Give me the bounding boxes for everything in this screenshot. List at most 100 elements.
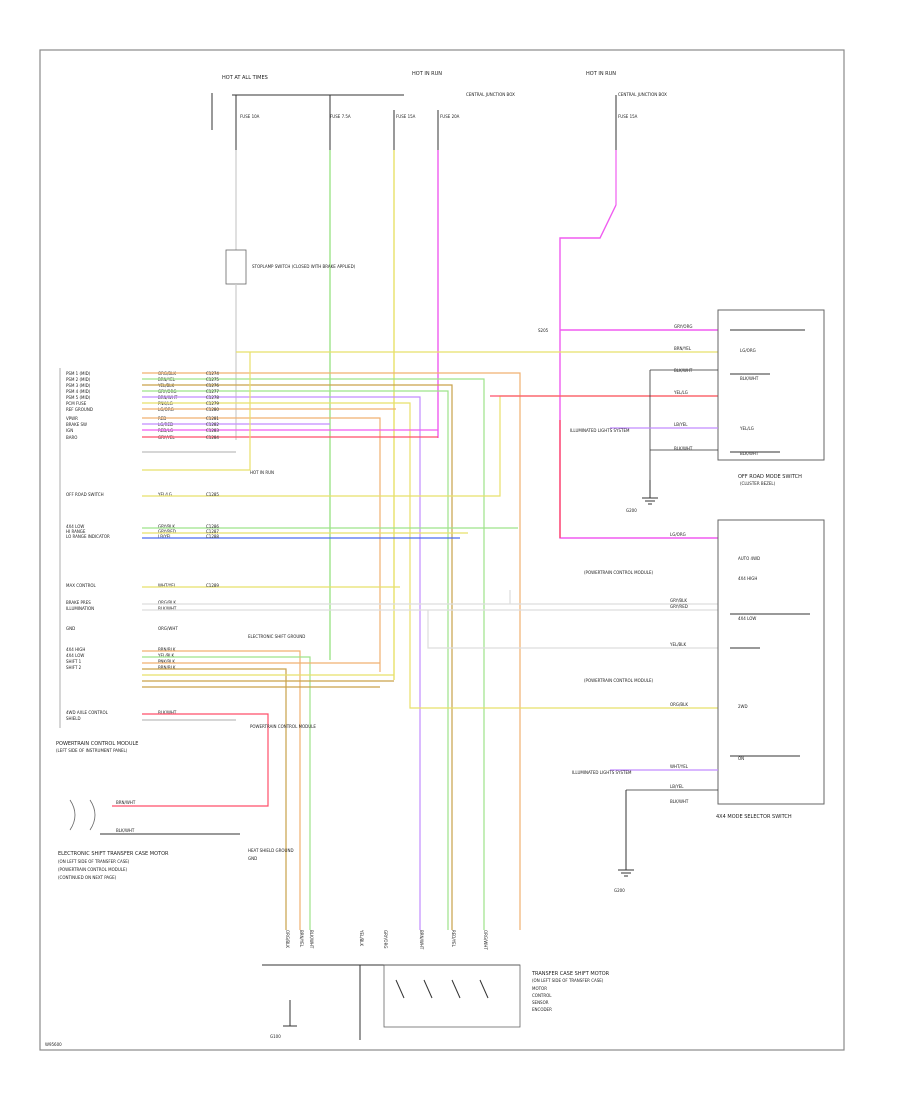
ground-symbol-right-bottom	[618, 869, 634, 877]
pcm-title: POWERTRAIN CONTROL MODULE	[56, 741, 138, 747]
fuse-d-label: FUSE 20A	[440, 114, 460, 119]
transfer-note-1: (POWERTRAIN CONTROL MODULE)	[584, 570, 654, 575]
pcm-wire-label: ORG/BLK	[158, 600, 176, 605]
bottom-wire-label: BLK/WHT	[309, 930, 314, 949]
pcm-pin-label: BARO	[66, 435, 77, 440]
mode-selector-switch-box	[717, 519, 825, 805]
motor-symbol	[69, 799, 76, 831]
pcm-pin-label: PSM 1 (MID)	[66, 371, 91, 376]
off-road-feed-magenta	[559, 204, 718, 539]
harness-brown-1	[142, 384, 453, 930]
pcm-wire-label: YEL/LG	[157, 492, 172, 497]
harness-orange-4	[142, 650, 301, 930]
hot-note: HOT IN RUN	[250, 470, 274, 475]
pcm-pin-label: LO RANGE INDICATOR	[66, 534, 110, 539]
motor-symbol-2	[89, 799, 96, 831]
pcm-pin-label: SHIFT 1	[66, 659, 82, 664]
pcm-circuit-label: C1280	[206, 407, 219, 412]
lower-left-title: ELECTRONIC SHIFT TRANSFER CASE MOTOR	[58, 851, 169, 857]
harness-orange-1	[142, 372, 521, 930]
bottom-wire-label: BRN/WHT	[419, 930, 424, 950]
pcm-wire-label: GRY/RED	[158, 529, 176, 534]
harness-yellow-1	[142, 402, 718, 709]
bottom-component-label: CONTROL	[532, 993, 552, 998]
bottom-component-label: ENCODER	[532, 1007, 552, 1012]
junction-box-label-left: CENTRAL JUNCTION BOX	[466, 92, 515, 97]
off-road-switch-pin: YEL/LG	[673, 390, 688, 395]
pcm-circuit-label: C1274	[206, 371, 219, 376]
pcm-wire-label: PNK/BLK	[158, 659, 175, 664]
pcm-circuit-label: C1287	[206, 529, 219, 534]
off-road-switch-pin: LB/YEL	[674, 422, 688, 427]
mode-selector-label: AUTO 4WD	[738, 556, 760, 561]
harness-green-4	[142, 656, 311, 930]
off-road-switch-pin: GRY/ORG	[674, 324, 692, 329]
pcm-circuit-label: C1289	[206, 583, 219, 588]
bottom-wire-label: RED/YEL	[451, 930, 456, 948]
lower-left-note-a: HEAT SHIELD GROUND	[248, 848, 294, 853]
fuse-b-label: FUSE 7.5A	[330, 114, 351, 119]
off-road-switch-pin: BRN/YEL	[674, 346, 692, 351]
lower-left-note-c: (POWERTRAIN CONTROL MODULE)	[58, 867, 128, 872]
pcm-pin-label: ILLUMINATION	[66, 606, 94, 611]
pcm-pin-labels: PSM 1 (MID)PSM 2 (MID)PSM 3 (MID)PSM 4 (…	[66, 371, 110, 721]
splice-label: S205	[538, 328, 549, 333]
pcm-pin-label: VPWR	[66, 416, 78, 421]
footer-code: W95600	[45, 1042, 62, 1047]
pcm-circuit-label: C1286	[206, 524, 219, 529]
fuse-e-label: FUSE 15A	[618, 114, 638, 119]
pcm-pin-label: IGN	[66, 428, 73, 433]
mode-selector-title: 4X4 MODE SELECTOR SWITCH	[716, 814, 792, 820]
junction-box-label-right: CENTRAL JUNCTION BOX	[618, 92, 667, 97]
pcm-pin-label: OFF ROAD SWITCH	[66, 492, 104, 497]
mode-selector-pin: LG/ORG	[670, 532, 686, 537]
stoplamp-switch-label: STOPLAMP SWITCH (CLOSED WITH BRAKE APPLI…	[252, 264, 356, 269]
harness-green-2	[142, 390, 449, 930]
pcm-circuit-label: C1283	[206, 428, 219, 433]
pcm-pin-label: PSM 4 (MID)	[66, 389, 91, 394]
off-road-switch-pins: GRY/ORG BRN/YEL BLK/WHT YEL/LG LB/YEL BLK/WHT…	[673, 324, 759, 456]
diagram-frame	[39, 49, 845, 1051]
pcm-wire-label: BLK/WHT	[158, 710, 177, 715]
harness-yellow-2	[142, 352, 251, 471]
pcm-circuit-label: C1275	[206, 377, 219, 382]
bottom-switches	[395, 979, 489, 999]
ground-symbol-bottom-left	[283, 1000, 297, 1027]
mode-selector-pin: BLK/WHT	[670, 799, 689, 804]
pcm-pin-label: PSM 2 (MID)	[66, 377, 91, 382]
pcm-subtitle: (LEFT SIDE OF INSTRUMENT PANEL)	[56, 748, 128, 753]
mode-selector-pin: GRY/BLK	[670, 598, 687, 603]
pcm-circuit-label: C1277	[206, 389, 219, 394]
pcm-circuit-label: C1281	[206, 416, 219, 421]
off-road-illum-note: ILLUMINATED LIGHTS SYSTEM	[570, 428, 630, 433]
pcm-circuit-label: C1288	[206, 534, 219, 539]
lower-left-note-b: GND	[248, 856, 257, 861]
hot-at-all-times-label: HOT AT ALL TIMES	[222, 75, 268, 81]
off-road-switch-label: BLK/WHT	[740, 451, 759, 456]
pcm-pin-label: 4X4 LOW	[66, 524, 84, 529]
transfer-note-2: (POWERTRAIN CONTROL MODULE)	[584, 678, 654, 683]
harness-gray-5	[427, 610, 718, 649]
mode-selector-pins: LG/ORGGRY/BLKGRY/REDYEL/BLKORG/BLKWHT/YE…	[669, 532, 760, 804]
bottom-switch-block	[383, 964, 521, 1028]
pcm-pin-label: PCM FUSE	[66, 401, 87, 406]
mode-selector-pin: ORG/BLK	[670, 702, 688, 707]
pcm-wire-label: WHT/YEL	[158, 583, 177, 588]
bottom-wire-label: YEL/BLK	[359, 929, 364, 947]
ground-right-top-label: G200	[626, 508, 637, 513]
pcm-wire-label: GRY/BLK	[158, 524, 175, 529]
harness-green-1	[142, 378, 485, 930]
pcm-pin-label: GND	[66, 626, 75, 631]
selector-illum-note: ILLUMINATED LIGHTS SYSTEM	[572, 770, 632, 775]
mode-selector-label: 4X4 HIGH	[738, 576, 757, 581]
harness-brown-2	[142, 668, 287, 930]
lower-left-wire-b: BLK/WHT	[116, 828, 135, 833]
ground-right-bottom-label: G200	[614, 888, 625, 893]
off-road-mode-switch-box	[717, 309, 825, 461]
off-road-switch-pin: BLK/WHT	[674, 368, 693, 373]
pcm-wire-label: LB/YEL	[158, 534, 172, 539]
